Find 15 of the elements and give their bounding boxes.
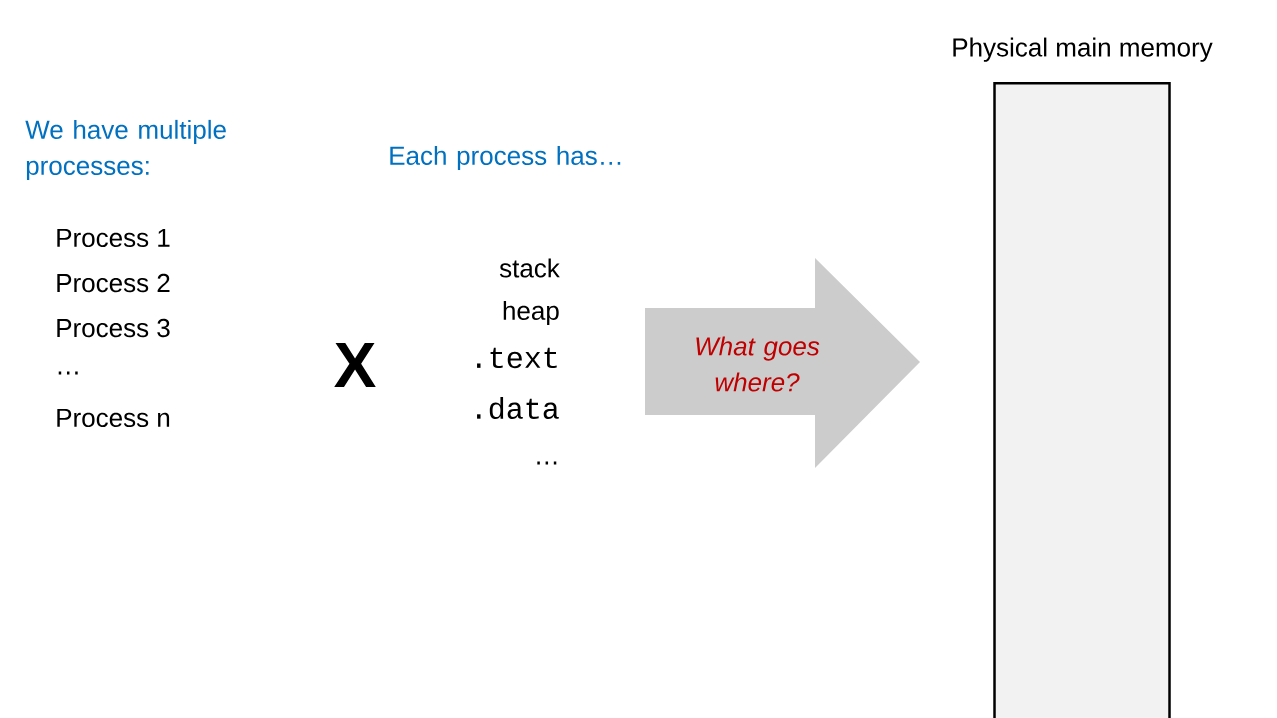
list-item: Process 3 — [57, 318, 170, 338]
heading-text: We have multiple processes: — [25, 119, 226, 181]
list-item: Process n — [57, 408, 170, 428]
memory-box — [993, 82, 1171, 718]
multiply-sign: X — [334, 342, 376, 387]
heading-text: Each process has… — [390, 145, 621, 171]
list-item: Process 2 — [57, 273, 170, 293]
list-item: … — [58, 371, 78, 375]
list-item: heap — [503, 300, 559, 326]
memory-title: Physical main memory — [953, 37, 1213, 62]
list-item: stack — [499, 258, 560, 278]
list-item: .text — [477, 347, 557, 369]
list-item: … — [537, 461, 557, 465]
list-item: .data — [477, 396, 559, 420]
list-item: Process 1 — [57, 228, 170, 248]
